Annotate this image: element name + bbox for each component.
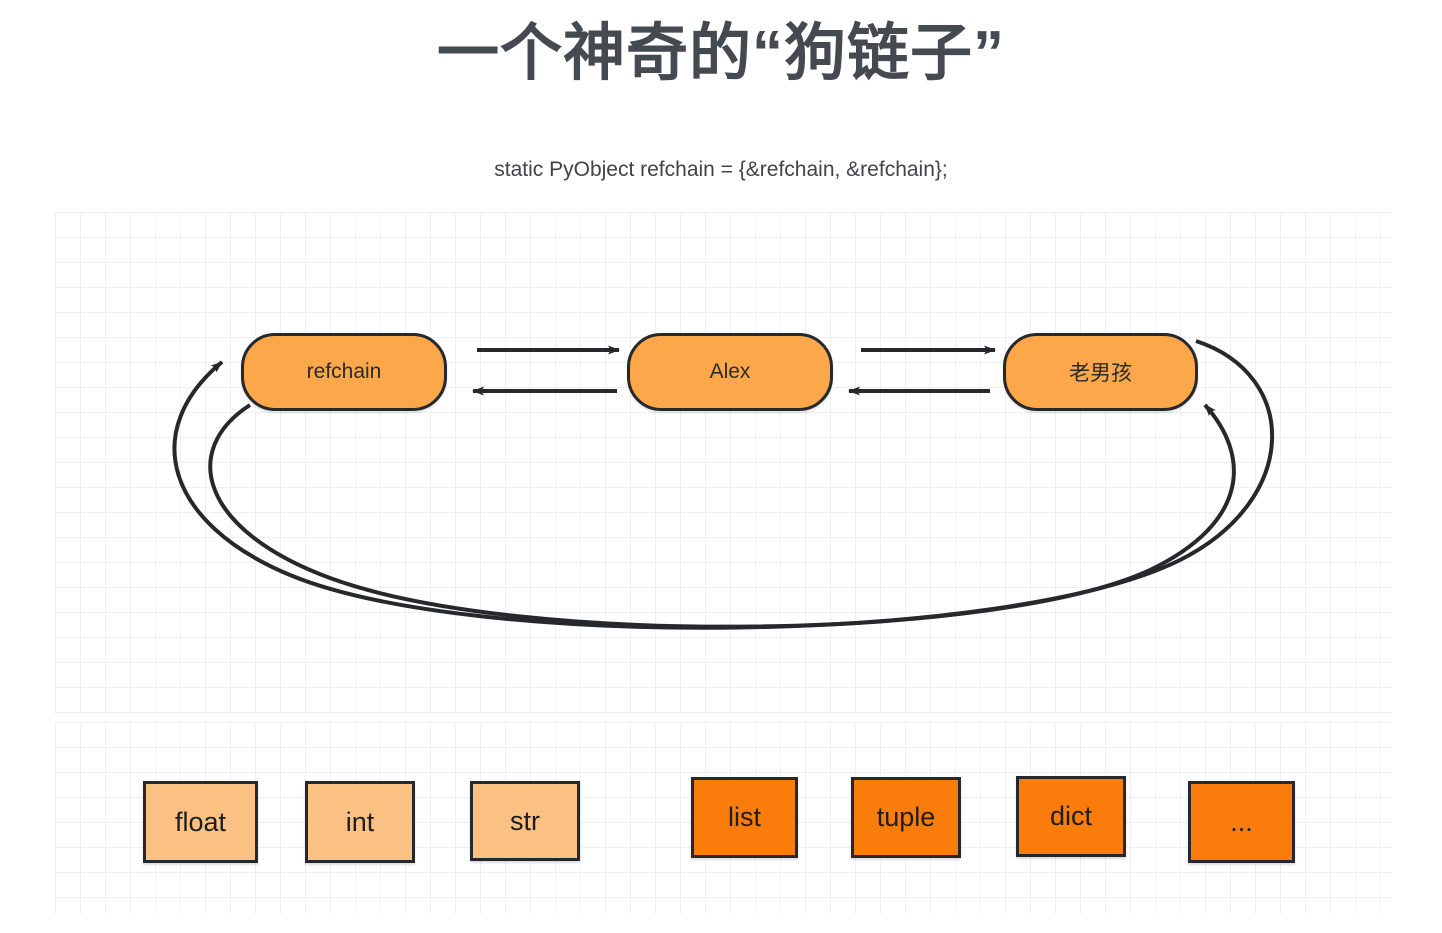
type-box-label: int: [345, 806, 375, 837]
node-laonanhai[interactable]: 老男孩: [1003, 333, 1198, 411]
type-box-float[interactable]: float: [143, 781, 258, 863]
type-box-label: list: [728, 802, 761, 832]
type-box-list[interactable]: list: [691, 777, 798, 858]
type-box-ellipsis[interactable]: ...: [1188, 781, 1295, 863]
type-box-tuple[interactable]: tuple: [851, 777, 961, 858]
page-title: 一个神奇的“狗链子”: [436, 19, 1005, 88]
node-alex-label: Alex: [709, 360, 751, 383]
code-subtitle: static PyObject refchain = {&refchain, &…: [494, 158, 948, 181]
type-box-label: dict: [1049, 801, 1093, 831]
node-alex[interactable]: Alex: [627, 333, 833, 411]
type-box-dict[interactable]: dict: [1016, 776, 1126, 857]
type-box-str[interactable]: str: [470, 781, 580, 861]
type-box-label: tuple: [876, 802, 936, 832]
type-box-label: ...: [1230, 806, 1253, 837]
node-refchain-label: refchain: [306, 360, 382, 383]
node-laonanhai-label: 老男孩: [1069, 362, 1132, 385]
type-box-label: str: [510, 805, 540, 836]
type-box-int[interactable]: int: [305, 781, 415, 863]
diagram-grid-canvas: [55, 212, 1392, 714]
type-box-label: float: [174, 806, 227, 837]
node-refchain[interactable]: refchain: [241, 333, 447, 411]
